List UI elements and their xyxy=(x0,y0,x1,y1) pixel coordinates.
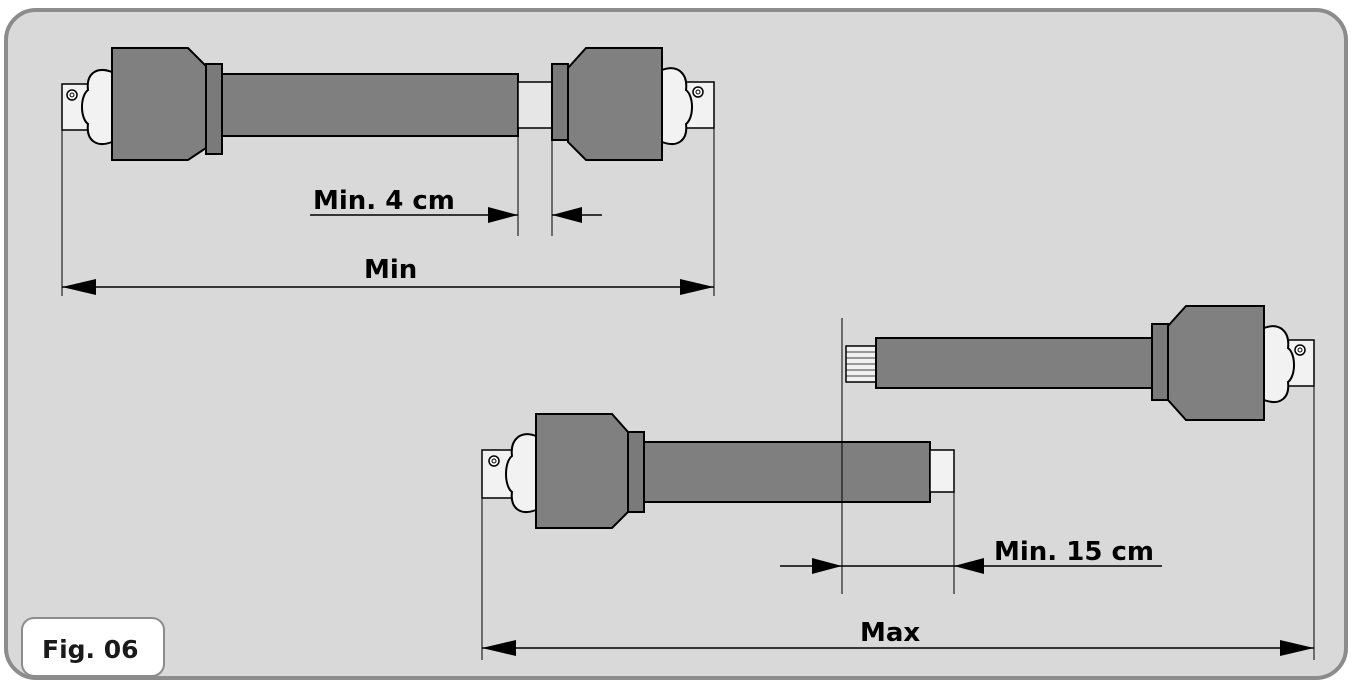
inner-tube xyxy=(875,337,1155,389)
arrow-head xyxy=(552,207,582,223)
min-engagement-label: Min. 15 cm xyxy=(994,537,1154,567)
left-guard-collar xyxy=(627,431,645,513)
min-overlap-label: Min. 4 cm xyxy=(313,186,455,216)
arrow-head xyxy=(954,558,984,574)
min-length-label: Min xyxy=(364,255,417,285)
outer-tube xyxy=(221,73,519,137)
arrow-head xyxy=(812,558,842,574)
right-yoke xyxy=(661,67,715,145)
tube-end-cap xyxy=(929,449,955,493)
collapsed-shaft xyxy=(61,47,715,161)
arrow-head xyxy=(482,640,516,656)
arrow-head xyxy=(62,279,96,295)
left-guard-cone xyxy=(111,47,207,161)
right-yoke xyxy=(1263,325,1315,403)
figure-label-box xyxy=(21,617,165,677)
min-engagement-dimension xyxy=(780,492,1162,594)
left-guard-collar xyxy=(205,63,223,155)
figure-label: Fig. 06 xyxy=(42,635,139,664)
min-length-dimension xyxy=(61,128,715,296)
arrow-head xyxy=(680,279,714,295)
max-length-label: Max xyxy=(860,618,920,648)
right-guard-cone xyxy=(1167,305,1265,421)
splined-tube-end xyxy=(845,345,877,383)
right-guard-collar xyxy=(551,63,569,141)
right-guard-cone xyxy=(567,47,663,161)
right-guard-collar xyxy=(1151,323,1169,401)
arrow-head xyxy=(488,207,518,223)
left-yoke xyxy=(481,433,537,513)
outer-tube xyxy=(643,441,931,503)
arrow-head xyxy=(1280,640,1314,656)
left-yoke xyxy=(61,69,113,145)
inner-tube-gap xyxy=(517,81,553,129)
extended-shaft-right-half xyxy=(845,305,1315,421)
left-guard-cone xyxy=(535,413,629,529)
max-length-dimension xyxy=(481,386,1315,660)
diagram-panel xyxy=(4,8,1348,680)
min-overlap-dimension xyxy=(310,136,602,236)
extended-shaft-left-half xyxy=(481,413,955,529)
